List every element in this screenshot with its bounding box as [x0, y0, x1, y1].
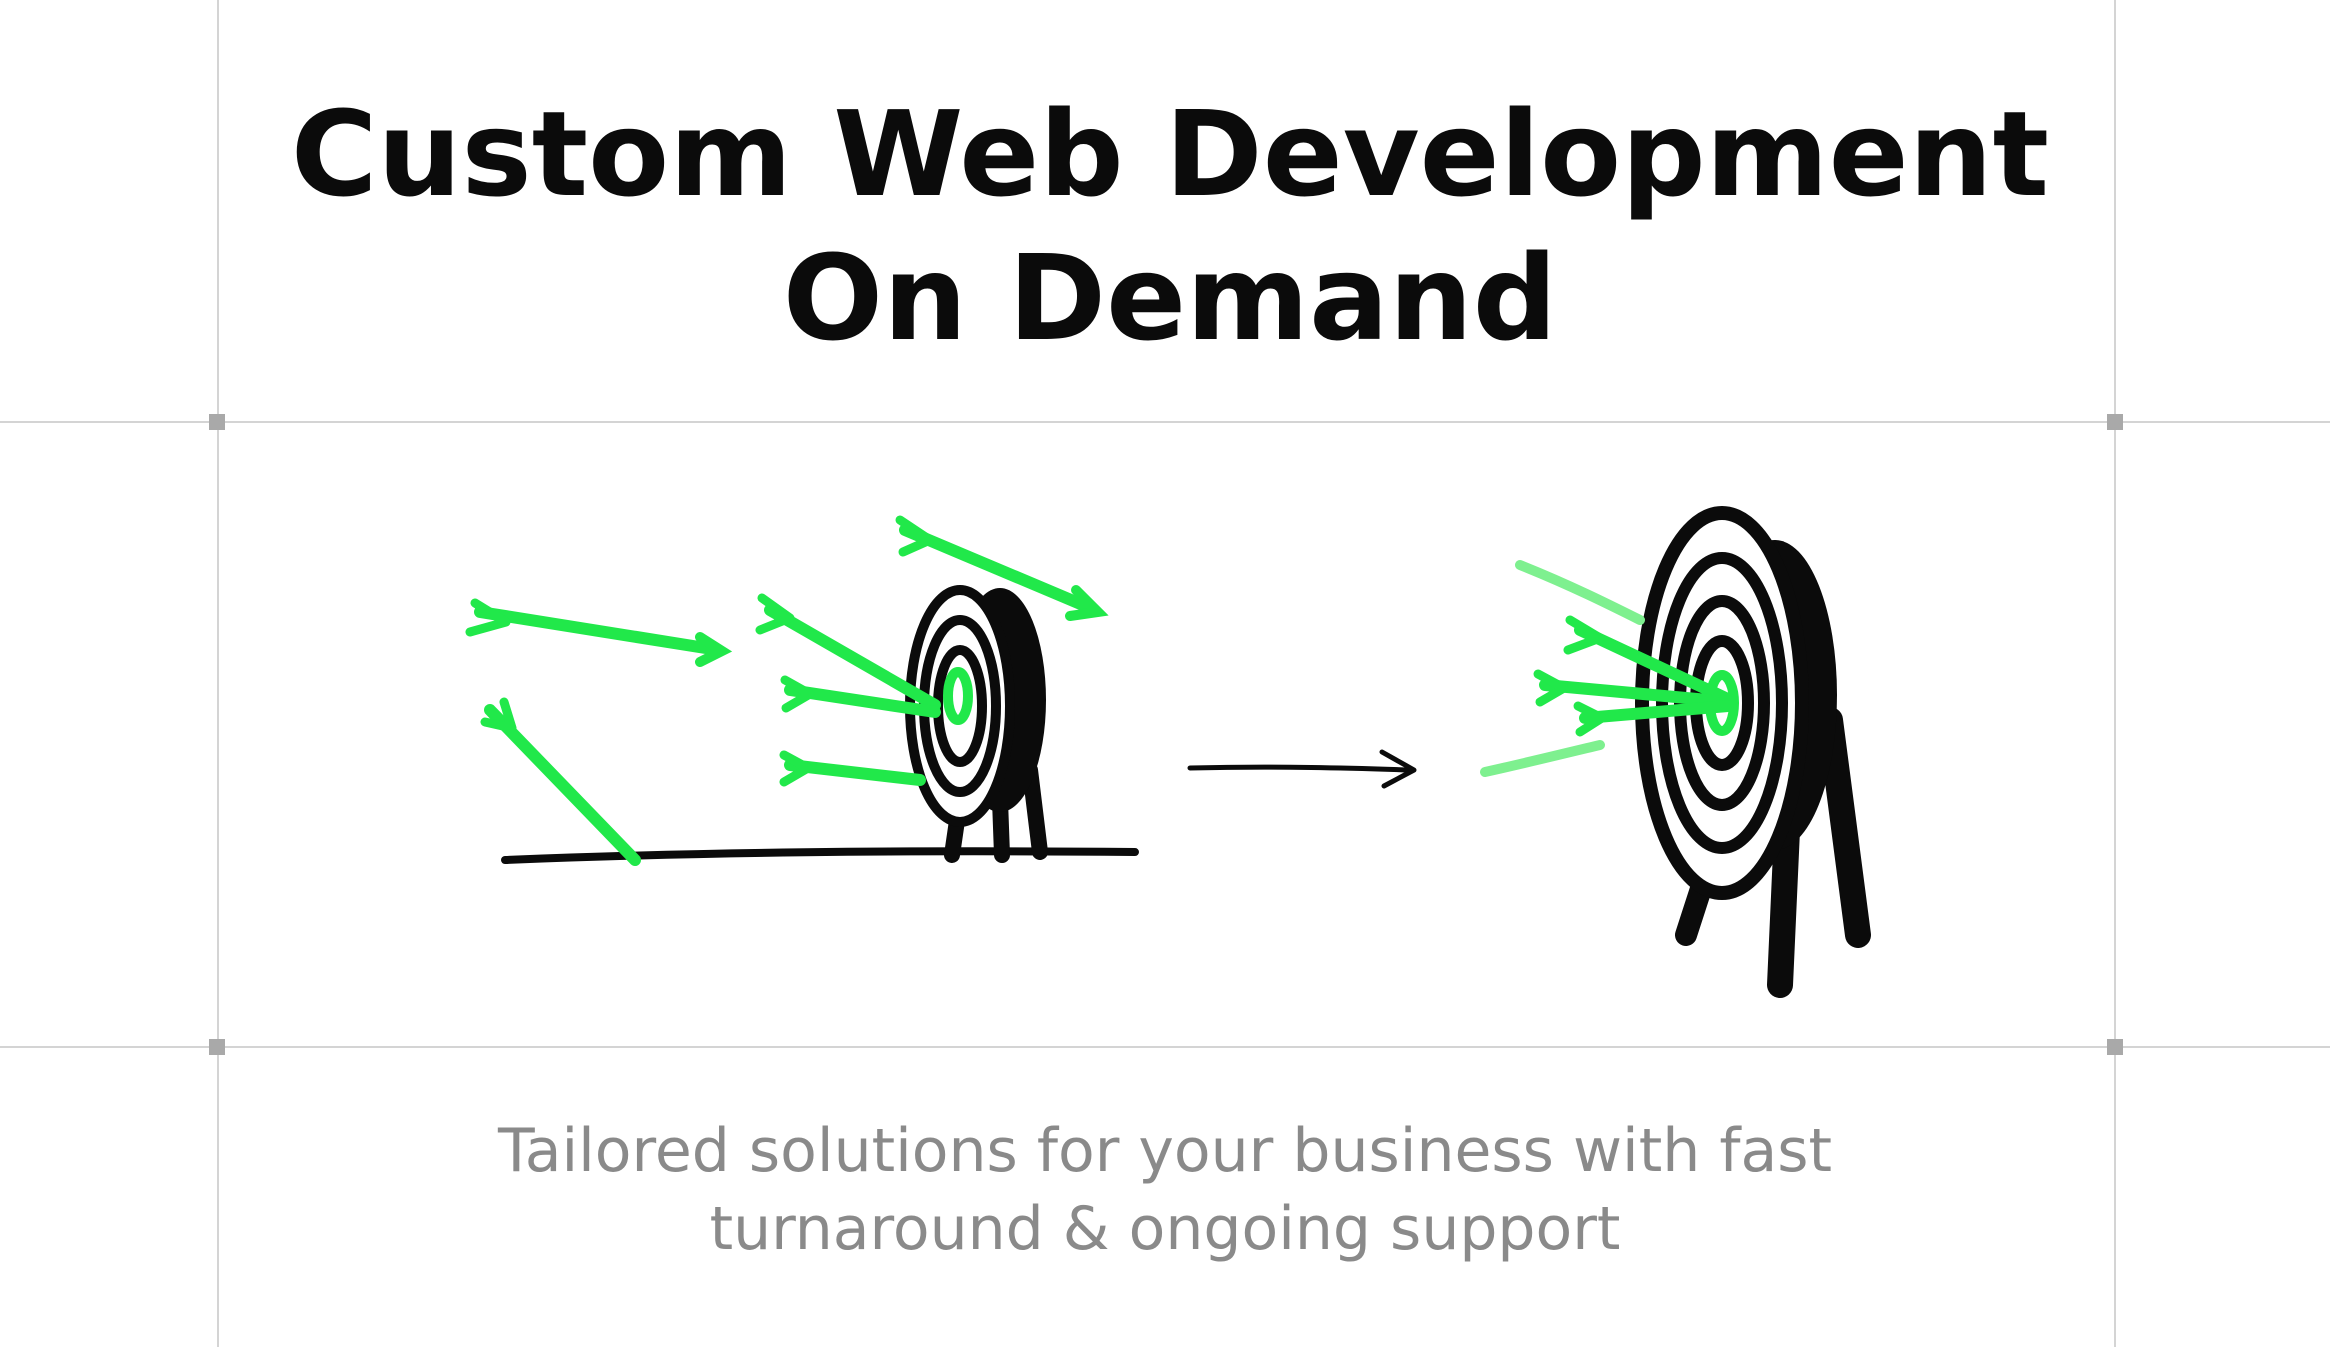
page-title-line-1: Custom Web Development	[290, 85, 2050, 223]
guide-line-right	[2114, 0, 2116, 1347]
guide-line-bottom	[0, 1046, 2330, 1048]
resize-handle-top-right[interactable]	[2107, 414, 2123, 430]
large-target-icon	[1635, 506, 1871, 998]
page-subtitle-line-2: turnaround & ongoing support	[709, 1194, 1621, 1264]
page-title: Custom Web Development On Demand	[220, 82, 2120, 370]
resize-handle-bottom-right[interactable]	[2107, 1039, 2123, 1055]
right-arrow-icon	[1187, 749, 1417, 789]
guide-line-top	[0, 421, 2330, 423]
resize-handle-bottom-left[interactable]	[209, 1039, 225, 1055]
resize-handle-top-left[interactable]	[209, 414, 225, 430]
bullseye-scene	[1480, 506, 1871, 998]
page-title-line-2: On Demand	[782, 229, 1558, 367]
page-subtitle: Tailored solutions for your business wit…	[300, 1112, 2030, 1268]
small-target-icon	[905, 585, 1048, 863]
guide-line-left	[217, 0, 219, 1347]
missed-arrows-scene	[465, 515, 1139, 866]
page-subtitle-line-1: Tailored solutions for your business wit…	[497, 1116, 1833, 1186]
hitting-arrows	[1533, 615, 1736, 737]
missed-arrows	[465, 515, 1109, 866]
